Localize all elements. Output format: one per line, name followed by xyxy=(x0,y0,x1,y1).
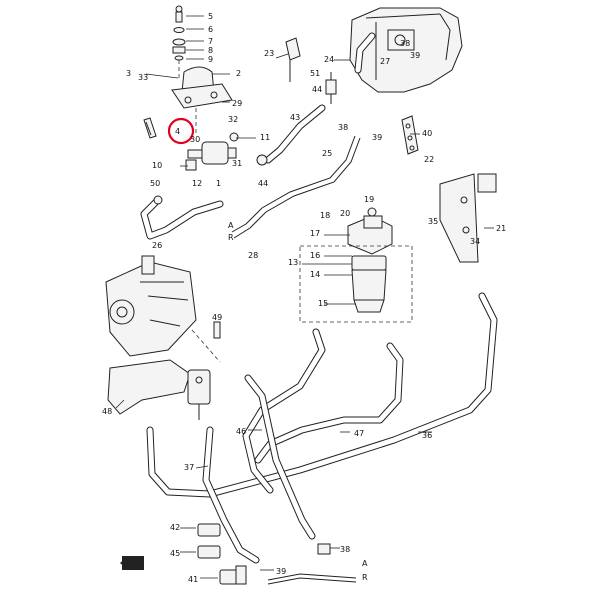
callout-16: 16 xyxy=(310,251,320,260)
bracket-21 xyxy=(439,173,497,263)
callout-5: 5 xyxy=(208,12,213,21)
callout-39: 39 xyxy=(410,51,420,60)
bolt-49 xyxy=(213,321,221,339)
callout-13: 13 xyxy=(288,258,298,267)
callout-51: 51 xyxy=(310,69,320,78)
callout-23: 23 xyxy=(264,49,274,58)
part-23 xyxy=(285,37,301,82)
pipe-clip-40 xyxy=(401,115,419,155)
callout-39: 39 xyxy=(372,133,382,142)
callout-41: 41 xyxy=(188,575,198,584)
callout-47: 47 xyxy=(354,429,364,438)
callout-24: 24 xyxy=(324,55,334,64)
callout-30: 30 xyxy=(190,135,200,144)
callout-48: 48 xyxy=(102,407,112,416)
callout-32: 32 xyxy=(228,115,238,124)
callout-27: 27 xyxy=(380,57,390,66)
callout-39: 39 xyxy=(276,567,286,576)
callout-22: 22 xyxy=(424,155,434,164)
callout-7: 7 xyxy=(208,37,213,46)
callout-8: 8 xyxy=(208,46,213,55)
callout-45: 45 xyxy=(170,549,180,558)
check-valve xyxy=(187,369,211,420)
callout-21: 21 xyxy=(496,224,506,233)
part-51 xyxy=(325,72,337,104)
callout-4[interactable]: 4 xyxy=(175,127,180,136)
connection-mark-R: R xyxy=(362,573,368,582)
callout-labels: 1234567891011121314151617181920212223242… xyxy=(102,12,506,584)
callout-29: 29 xyxy=(232,99,242,108)
callout-12: 12 xyxy=(192,179,202,188)
fastener-stack xyxy=(172,5,186,61)
fuel-tank xyxy=(349,7,463,93)
callout-44: 44 xyxy=(312,85,322,94)
callout-43: 43 xyxy=(290,113,300,122)
callout-20: 20 xyxy=(340,209,350,218)
callout-28: 28 xyxy=(248,251,258,260)
callout-35: 35 xyxy=(428,217,438,226)
connection-mark-R: R xyxy=(228,233,234,242)
callout-18: 18 xyxy=(320,211,330,220)
callout-6: 6 xyxy=(208,25,213,34)
leader-lines xyxy=(115,15,494,579)
clips-bottom-left xyxy=(197,523,247,585)
callout-36: 36 xyxy=(422,431,432,440)
callout-46: 46 xyxy=(236,427,246,436)
inline-filter xyxy=(185,132,239,171)
fuel-filter-assembly xyxy=(347,207,393,313)
callout-3: 3 xyxy=(126,69,131,78)
clamp-bracket xyxy=(171,66,233,109)
callout-15: 15 xyxy=(318,299,328,308)
callout-1: 1 xyxy=(216,179,221,188)
pump-base-48 xyxy=(107,359,191,415)
callout-49: 49 xyxy=(212,313,222,322)
callout-37: 37 xyxy=(184,463,194,472)
callout-17: 17 xyxy=(310,229,320,238)
callout-2: 2 xyxy=(236,69,241,78)
callout-25: 25 xyxy=(322,149,332,158)
callout-40: 40 xyxy=(422,129,432,138)
callout-38: 38 xyxy=(338,123,348,132)
callout-42: 42 xyxy=(170,523,180,532)
callout-50: 50 xyxy=(150,179,160,188)
part-4-highlight-circle xyxy=(167,117,195,145)
callout-44: 44 xyxy=(258,179,268,188)
callout-14: 14 xyxy=(310,270,320,279)
callout-9: 9 xyxy=(208,55,213,64)
front-direction-icon xyxy=(120,556,144,570)
callout-38: 38 xyxy=(340,545,350,554)
injection-pump xyxy=(105,255,197,357)
connection-mark-A: A xyxy=(362,559,368,568)
callout-26: 26 xyxy=(152,241,162,250)
pipe-clamp-38-bottom xyxy=(317,543,331,555)
connection-mark-A: A xyxy=(228,221,234,230)
callout-19: 19 xyxy=(364,195,374,204)
callout-10: 10 xyxy=(152,161,162,170)
callout-31: 31 xyxy=(232,159,242,168)
callout-11: 11 xyxy=(260,133,270,142)
callout-33: 33 xyxy=(138,73,148,82)
callout-34: 34 xyxy=(470,237,480,246)
clip-part-4[interactable] xyxy=(143,117,157,139)
callout-38: 38 xyxy=(400,39,410,48)
